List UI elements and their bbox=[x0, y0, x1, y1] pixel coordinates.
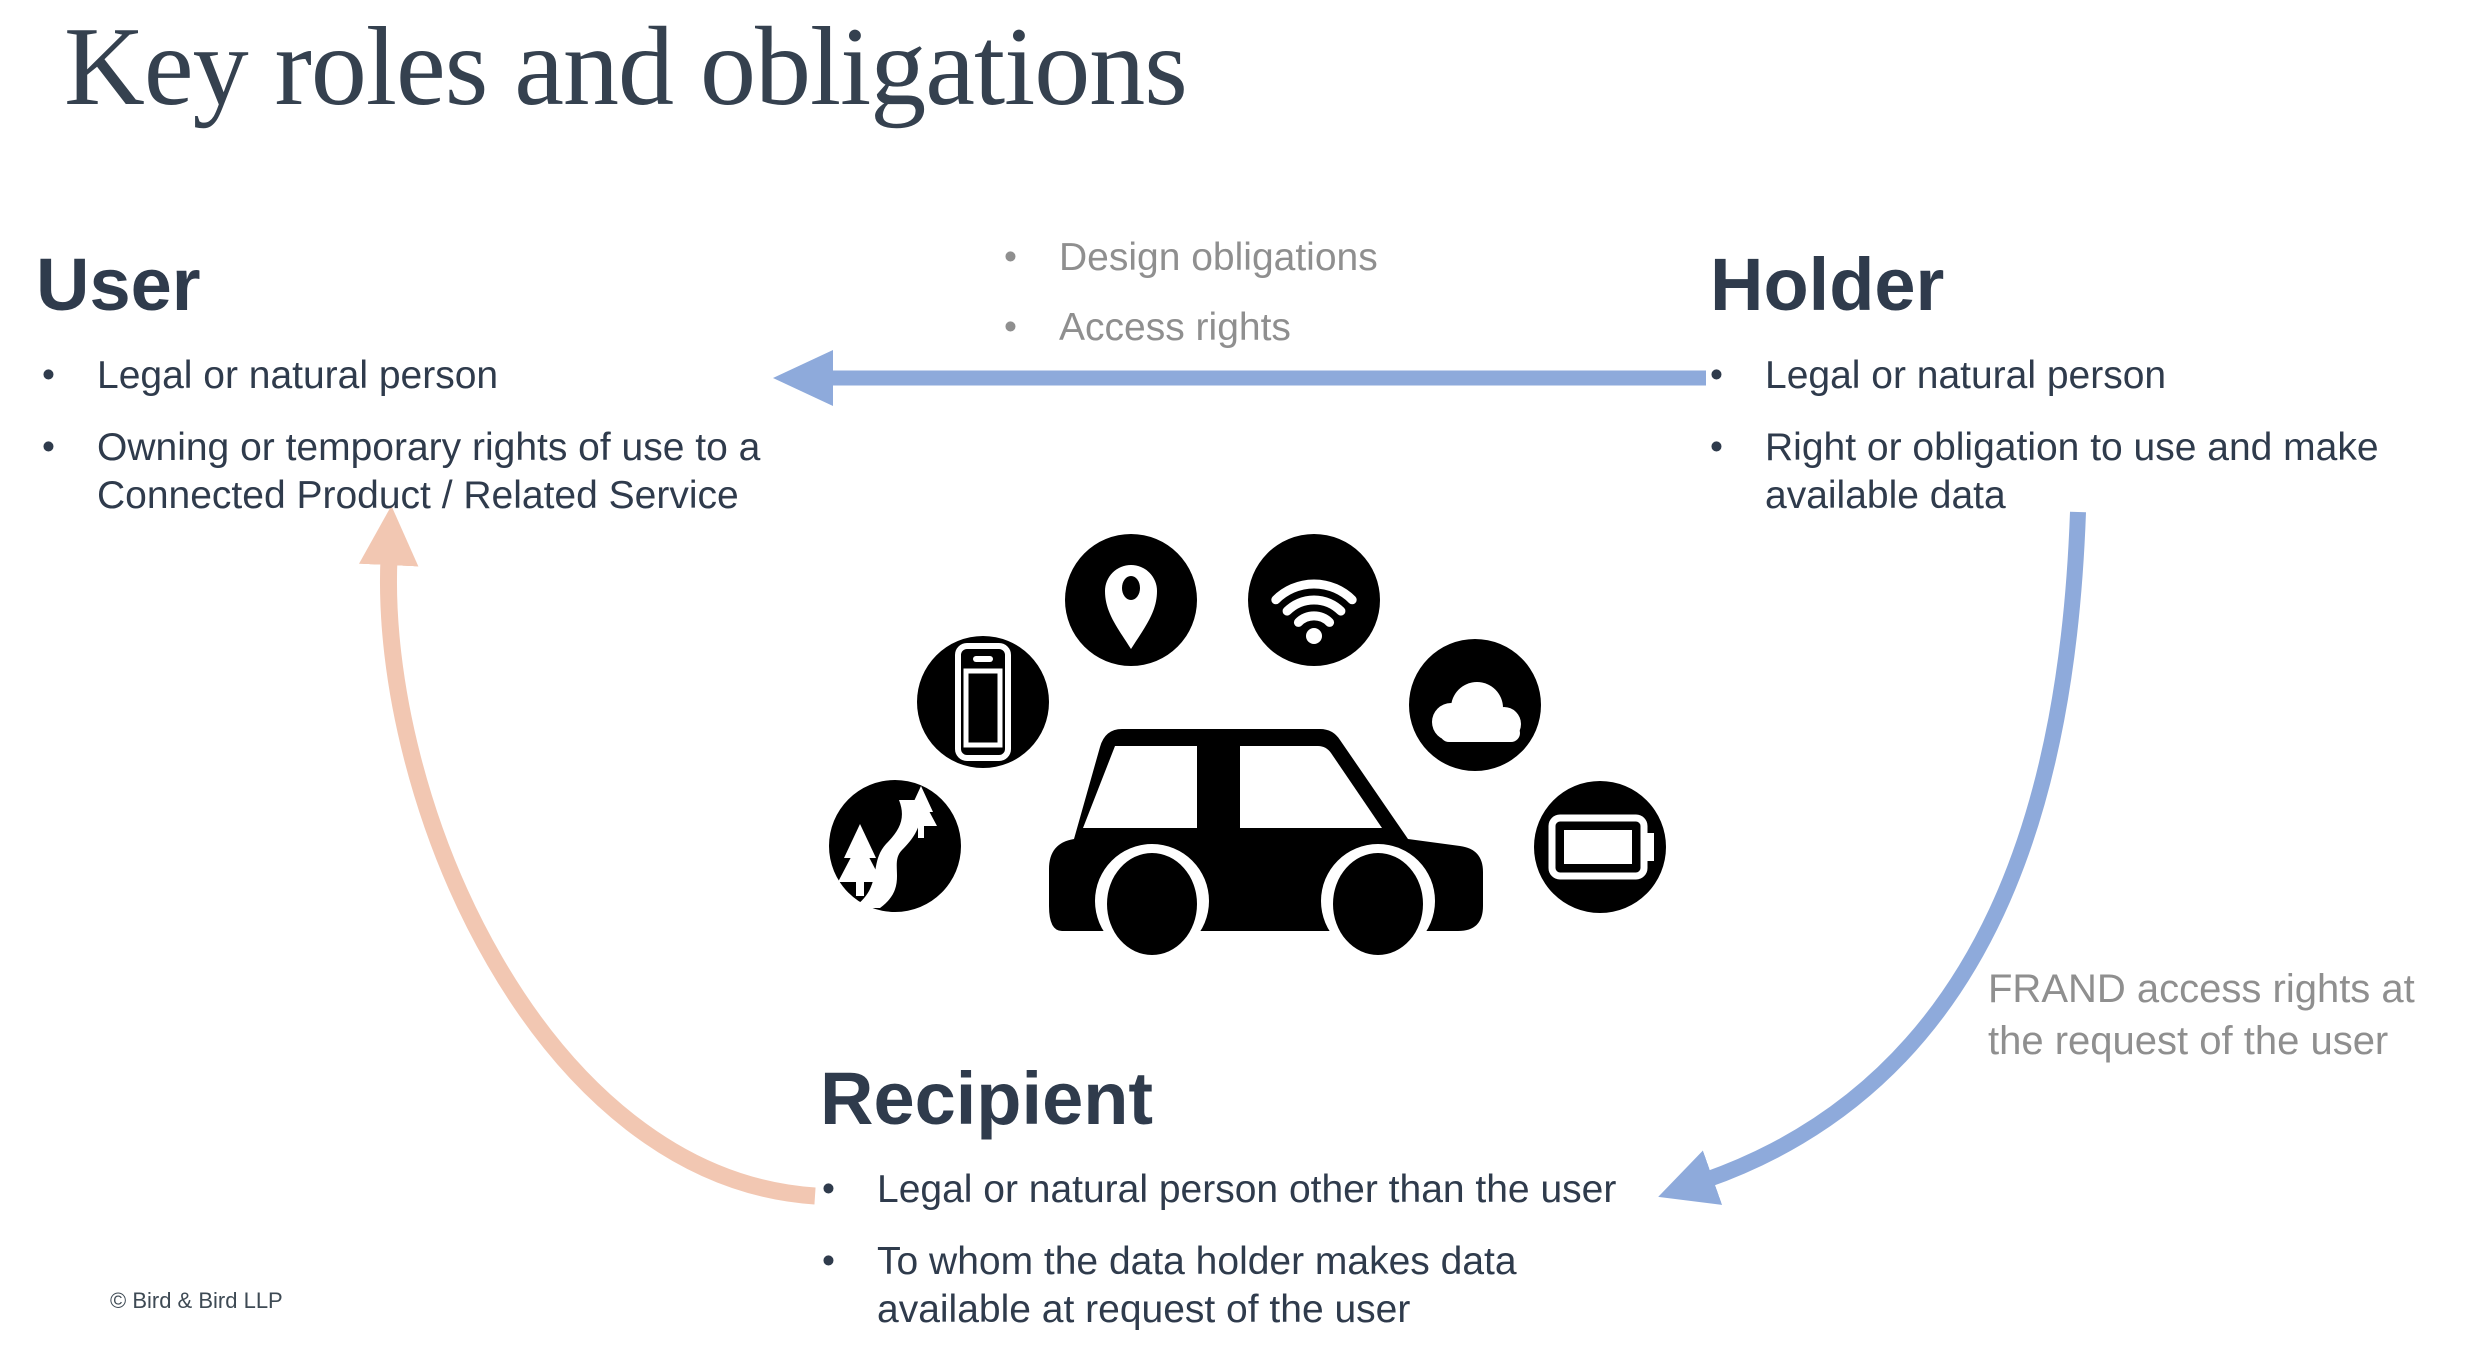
holder-to-recipient-arrow bbox=[1658, 511, 2086, 1205]
copyright-footer: © Bird & Bird LLP bbox=[110, 1288, 283, 1313]
recipient-bullet: Legal or natural person other than the u… bbox=[816, 1165, 1664, 1214]
user-heading: User bbox=[36, 243, 201, 326]
connected-car-graphic bbox=[829, 534, 1666, 958]
recipient-heading: Recipient bbox=[820, 1057, 1154, 1140]
holder-to-user-arrow-labels: Design obligations Access rights bbox=[998, 233, 1418, 374]
smartphone-icon bbox=[917, 636, 1049, 768]
user-bullet: Owning or temporary rights of use to a C… bbox=[36, 423, 796, 520]
recipient-bullet-list: Legal or natural person other than the u… bbox=[816, 1165, 1664, 1352]
holder-bullet: Right or obligation to use and make avai… bbox=[1704, 423, 2444, 520]
road-icon bbox=[829, 780, 961, 912]
recipient-bullet: To whom the data holder makes data avail… bbox=[816, 1237, 1664, 1334]
location-pin-icon bbox=[1065, 534, 1197, 666]
holder-bullet-list: Legal or natural person Right or obligat… bbox=[1704, 351, 2444, 544]
arrow-label: Design obligations bbox=[998, 233, 1418, 282]
holder-heading: Holder bbox=[1710, 243, 1945, 326]
battery-icon bbox=[1534, 781, 1666, 913]
user-bullet-list: Legal or natural person Owning or tempor… bbox=[36, 351, 796, 544]
recipient-to-user-arrow bbox=[358, 505, 816, 1205]
arrow-label: Access rights bbox=[998, 303, 1418, 352]
user-bullet: Legal or natural person bbox=[36, 351, 796, 400]
wifi-icon bbox=[1248, 534, 1380, 666]
cloud-icon bbox=[1409, 639, 1541, 771]
car-icon bbox=[1049, 729, 1483, 958]
holder-bullet: Legal or natural person bbox=[1704, 351, 2444, 400]
slide-title: Key roles and obligations bbox=[64, 5, 1188, 129]
frand-arrow-label: FRAND access rights at the request of th… bbox=[1988, 967, 2415, 1063]
